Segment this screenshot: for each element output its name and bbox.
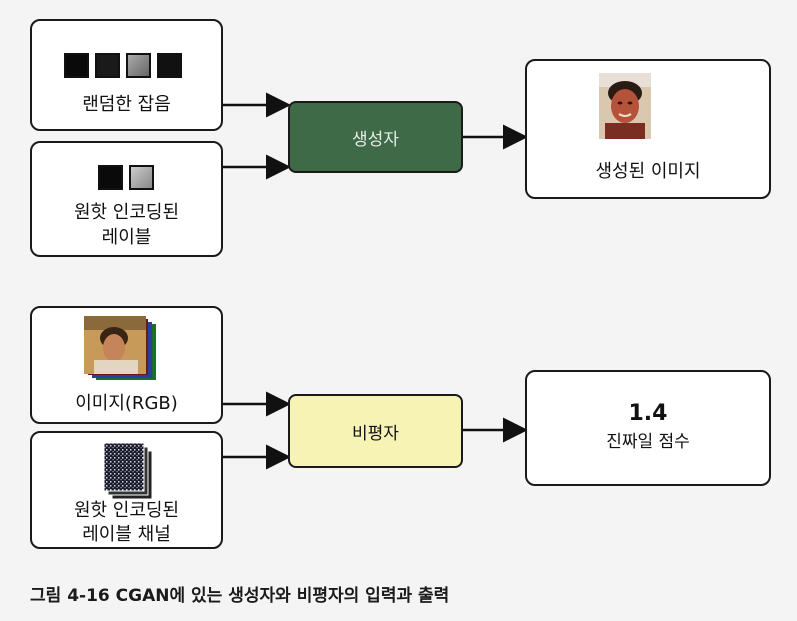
generator-node: 생성자 (288, 101, 463, 173)
generated-image-box: 생성된 이미지 (525, 59, 771, 199)
noise-squares (64, 53, 194, 79)
onehot-square-1 (98, 165, 123, 190)
figure-caption: 그림 4-16 CGAN에 있는 생성자와 비평자의 입력과 출력 (30, 586, 450, 606)
rgb-image-stack (84, 316, 156, 380)
rgb-image-label: 이미지(RGB) (75, 393, 178, 414)
noise-label: 랜덤한 잡음 (82, 94, 171, 115)
generated-face-image (599, 73, 651, 139)
label-channel-line2: 레이블 채널 (82, 524, 171, 545)
rgb-image-box: 이미지(RGB) (30, 306, 223, 424)
onehot-squares (98, 165, 158, 191)
label-channel-box: 원핫 인코딩된 레이블 채널 (30, 431, 223, 549)
onehot-label-box: 원핫 인코딩된 레이블 (30, 141, 223, 257)
score-value: 1.4 (628, 401, 668, 426)
onehot-square-2 (129, 165, 154, 190)
noise-square-2 (95, 53, 120, 78)
generated-image-label: 생성된 이미지 (595, 161, 701, 182)
noise-square-4 (157, 53, 182, 78)
noise-square-1 (64, 53, 89, 78)
label-channel-stack (103, 442, 153, 500)
onehot-label-line1: 원핫 인코딩된 (73, 202, 180, 223)
onehot-label-line2: 레이블 (101, 227, 152, 248)
generator-label: 생성자 (352, 129, 399, 150)
critic-label: 비평자 (352, 423, 399, 444)
noise-square-3 (126, 53, 151, 78)
label-channel-line1: 원핫 인코딩된 (73, 500, 180, 521)
score-box: 1.4 진짜일 점수 (525, 370, 771, 486)
noise-box: 랜덤한 잡음 (30, 19, 223, 131)
score-label: 진짜일 점수 (606, 432, 690, 452)
critic-node: 비평자 (288, 394, 463, 468)
